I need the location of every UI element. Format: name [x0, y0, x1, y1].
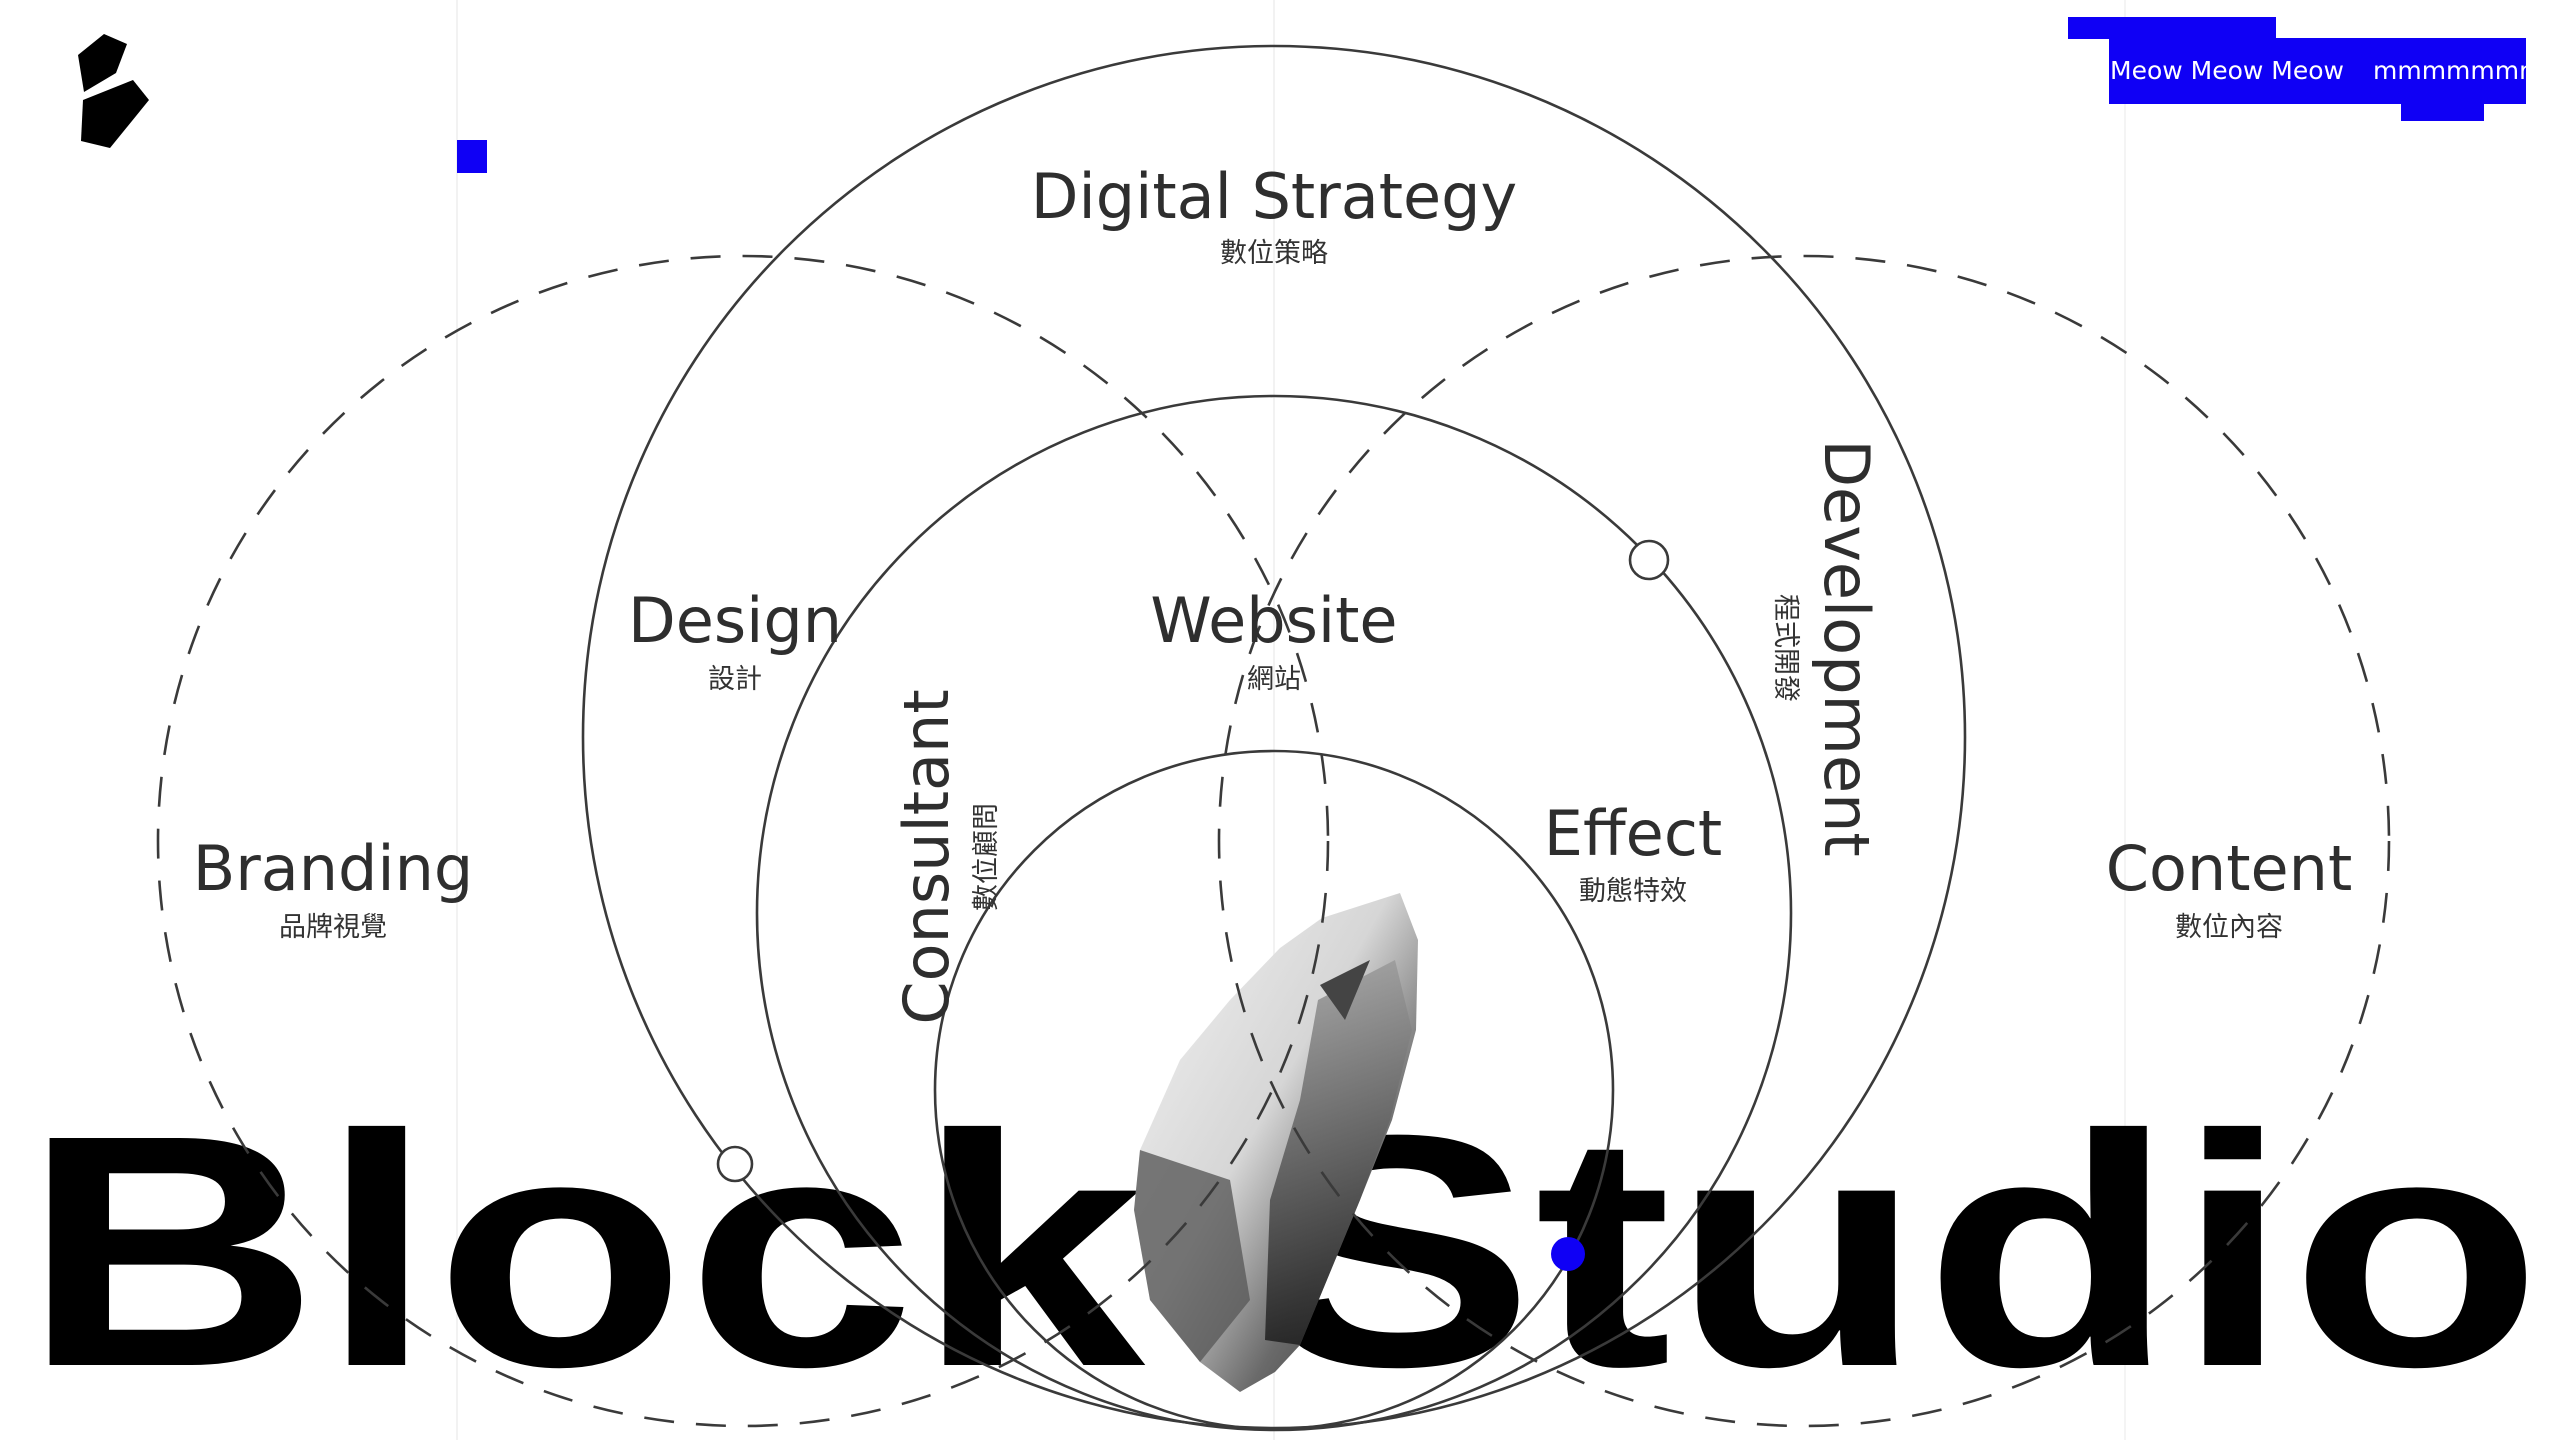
banner-text-2[interactable]: mmmmmmm [2373, 56, 2544, 85]
content-dashed-circle [1217, 254, 2391, 1428]
label-zh: 程式開發 [1770, 594, 1801, 702]
stone-image [1134, 893, 1418, 1392]
label-en: Effect [1544, 797, 1722, 870]
label-consultant[interactable]: Consultant 數位顧問 [890, 689, 1002, 1024]
label-en: Development [1810, 439, 1883, 856]
orbit-node[interactable] [1628, 539, 1670, 581]
label-en: Website [1150, 584, 1397, 657]
label-zh: 網站 [1247, 664, 1301, 695]
label-design[interactable]: Design 設計 [628, 584, 842, 695]
label-effect[interactable]: Effect 動態特效 [1544, 797, 1722, 907]
label-development[interactable]: Development 程式開發 [1770, 439, 1883, 856]
label-zh: 數位策略 [1220, 238, 1328, 269]
label-zh: 數位顧問 [971, 803, 1002, 911]
label-branding[interactable]: Branding 品牌視覺 [193, 832, 474, 943]
branding-dashed-circle [156, 254, 1330, 1428]
label-digital-strategy[interactable]: Digital Strategy 數位策略 [1031, 160, 1517, 269]
orbit-node[interactable] [716, 1145, 754, 1183]
label-zh: 品牌視覺 [279, 912, 387, 943]
label-en: Content [2106, 832, 2353, 905]
logo-icon[interactable] [78, 34, 149, 148]
label-content[interactable]: Content 數位內容 [2106, 832, 2353, 943]
banner-block [2401, 103, 2484, 121]
label-website[interactable]: Website 網站 [1150, 584, 1397, 695]
banner-text[interactable]: Meow Meow Meow [2110, 56, 2344, 85]
label-en: Consultant [890, 689, 963, 1024]
label-zh: 設計 [708, 664, 762, 695]
inner-circle [933, 749, 1615, 1431]
banner-block [2109, 38, 2526, 104]
accent-square [457, 140, 487, 173]
orbit-node-active[interactable] [1551, 1237, 1585, 1271]
label-en: Branding [193, 832, 474, 905]
label-en: Design [628, 584, 842, 657]
banner-block [2068, 17, 2276, 39]
label-zh: 數位內容 [2175, 912, 2283, 943]
label-en: Digital Strategy [1031, 160, 1517, 233]
label-zh: 動態特效 [1579, 876, 1687, 907]
